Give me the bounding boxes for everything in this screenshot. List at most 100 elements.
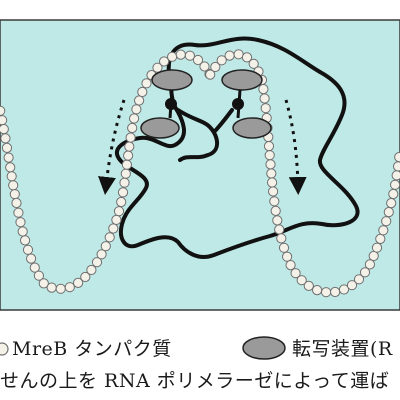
rna-polymerase-icon bbox=[242, 336, 286, 360]
mreb-bead bbox=[117, 187, 129, 198]
legend-polymerase-label: 転写装置(R bbox=[292, 338, 393, 360]
mreb-bead bbox=[276, 233, 287, 244]
mreb-bead bbox=[260, 103, 271, 114]
caption-text: せんの上を RNA ポリメラーゼによって運ば bbox=[0, 370, 390, 392]
rna-polymerase-icon bbox=[221, 69, 263, 91]
dotted-arrow-icon bbox=[98, 99, 126, 195]
mreb-bead bbox=[29, 262, 40, 273]
mreb-bead bbox=[55, 283, 66, 294]
mreb-bead bbox=[388, 188, 399, 200]
mreb-bead bbox=[258, 84, 269, 95]
mreb-bead bbox=[267, 177, 278, 188]
mreb-bead bbox=[321, 287, 332, 298]
mreb-bead bbox=[134, 95, 145, 106]
mreb-bead bbox=[330, 286, 341, 298]
mreb-bead bbox=[241, 52, 253, 63]
mreb-bead bbox=[259, 93, 270, 104]
mreb-bead bbox=[159, 56, 170, 67]
mreb-bead bbox=[378, 225, 389, 236]
mreb-bead bbox=[303, 280, 314, 291]
mreb-bead bbox=[20, 235, 31, 246]
mreb-bead bbox=[100, 241, 111, 252]
mreb-bead bbox=[210, 61, 221, 73]
mreb-bead bbox=[73, 277, 84, 288]
mreb-bead bbox=[127, 122, 138, 134]
mreb-bead bbox=[96, 249, 107, 260]
mreb-bead bbox=[394, 152, 400, 163]
mreb-bead bbox=[233, 49, 244, 60]
mreb-bead bbox=[113, 206, 125, 217]
mreb-bead bbox=[120, 168, 131, 179]
mreb-bead bbox=[108, 223, 119, 234]
mreb-bead bbox=[80, 271, 91, 283]
mreb-bead bbox=[296, 275, 307, 286]
mreb-bead bbox=[184, 50, 195, 61]
mreb-bead bbox=[33, 270, 45, 281]
mreb-bead bbox=[338, 284, 350, 295]
mreb-bead bbox=[121, 159, 133, 170]
mreb-bead bbox=[265, 159, 276, 170]
mreb-bead bbox=[123, 150, 134, 161]
mreb-bead bbox=[393, 161, 400, 172]
mreb-bead bbox=[116, 196, 127, 208]
mreb-bead bbox=[167, 51, 178, 62]
mreb-bead bbox=[381, 216, 392, 227]
mreb-bead bbox=[0, 124, 9, 135]
mreb-bead bbox=[129, 113, 140, 124]
mreb-bead bbox=[124, 141, 135, 152]
mreb-bead-chain-right bbox=[205, 49, 400, 298]
mreb-bead bbox=[269, 196, 280, 207]
mreb-bead bbox=[38, 278, 49, 289]
mreb-bead bbox=[3, 152, 14, 163]
mreb-bead bbox=[0, 105, 6, 116]
mreb-bead bbox=[91, 257, 103, 268]
mreb-bead bbox=[5, 162, 16, 173]
mreb-bead bbox=[224, 50, 235, 61]
mreb-bead bbox=[390, 179, 400, 190]
mreb-bead bbox=[0, 115, 8, 126]
mreb-bead bbox=[26, 253, 37, 264]
mreb-bead bbox=[192, 54, 204, 66]
mreb-bead bbox=[6, 171, 17, 182]
mreb-bead bbox=[364, 259, 375, 270]
mreb-bead bbox=[199, 61, 210, 72]
mreb-bead bbox=[386, 198, 397, 209]
mreb-bead bbox=[111, 214, 122, 225]
mreb-bead bbox=[216, 55, 227, 66]
rna-polymerase-left bbox=[140, 69, 193, 139]
mreb-bead bbox=[270, 205, 281, 216]
mreb-bead bbox=[371, 242, 383, 253]
mreb-bead bbox=[274, 224, 285, 235]
rna-polymerase-icon bbox=[232, 117, 272, 139]
mreb-bead bbox=[264, 150, 275, 161]
mreb-bead-chain-left bbox=[0, 49, 215, 294]
mreb-bead bbox=[205, 69, 216, 80]
mreb-bead bbox=[104, 232, 115, 243]
mreb-bead bbox=[0, 133, 11, 144]
mreb-bead-icon bbox=[0, 342, 9, 356]
mreb-bead bbox=[282, 251, 293, 262]
mreb-bead bbox=[13, 207, 24, 218]
mreb-bead bbox=[359, 267, 371, 278]
mreb-bead bbox=[46, 282, 57, 293]
dna-strand bbox=[114, 36, 360, 259]
mreb-bead bbox=[248, 58, 259, 69]
mreb-bead bbox=[278, 242, 290, 253]
mreb-bead bbox=[125, 132, 136, 143]
mreb-bead bbox=[391, 170, 400, 181]
mreb-bead bbox=[312, 285, 323, 296]
mreb-bead bbox=[64, 282, 75, 293]
mreb-bead bbox=[1, 142, 13, 153]
mreb-bead bbox=[11, 197, 22, 209]
rna-polymerase-icon bbox=[151, 69, 193, 91]
mreb-bead bbox=[266, 168, 277, 179]
mreb-bead bbox=[22, 244, 34, 255]
mreb-bead bbox=[353, 274, 365, 285]
mreb-bead bbox=[137, 86, 148, 98]
mreb-bead bbox=[15, 217, 26, 228]
mreb-bead bbox=[383, 207, 394, 218]
rna-polymerase-icon bbox=[140, 117, 180, 139]
mreb-bead bbox=[175, 49, 186, 60]
mreb-bead bbox=[346, 280, 358, 291]
